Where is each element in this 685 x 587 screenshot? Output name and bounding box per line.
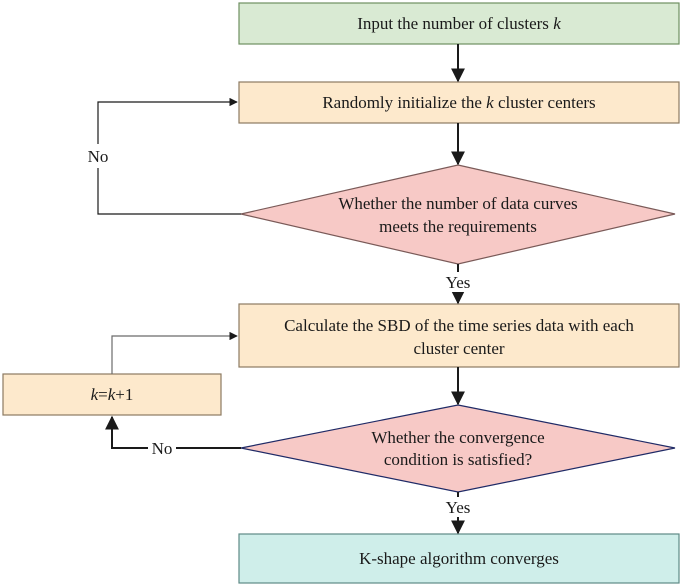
decision-converge-line2: condition is satisfied? [384, 450, 532, 469]
node-input-label: Input the number of clusters k [357, 14, 561, 33]
edge-decision-no-loop [97, 97, 241, 215]
node-init-box [238, 81, 680, 124]
decision-converge-diamond [240, 404, 676, 493]
edge-yes-curves-label: Yes [446, 273, 471, 292]
node-increment-label: k=k+1 [91, 385, 134, 404]
node-converges: K-shape algorithm converges [238, 533, 680, 584]
node-increment: k=k+1 [2, 373, 222, 416]
decision-curves-line1: Whether the number of data curves [338, 194, 577, 213]
node-converges-box [238, 533, 680, 584]
edge-yes-converge-label: Yes [446, 498, 471, 517]
edge-increment-to-sbd [111, 331, 238, 374]
node-decision-converge: Whether the convergence condition is sat… [240, 404, 676, 493]
edge-yes-curves-label-bg [440, 272, 476, 292]
decision-converge-line1: Whether the convergence [371, 428, 544, 447]
node-sbd-line1: Calculate the SBD of the time series dat… [284, 316, 634, 335]
node-init: Randomly initialize the k cluster center… [238, 81, 680, 124]
edge-no-converge-label-bg [148, 438, 176, 458]
edge-converge-no-loop [105, 415, 241, 449]
edge-no-converge-label: No [152, 439, 173, 458]
node-init-label: Randomly initialize the k cluster center… [322, 93, 595, 112]
node-decision-curves: Whether the number of data curves meets … [240, 164, 676, 265]
node-converges-label: K-shape algorithm converges [359, 549, 559, 568]
node-input-box [238, 2, 680, 45]
node-sbd: Calculate the SBD of the time series dat… [238, 303, 680, 368]
node-sbd-line2: cluster center [413, 339, 504, 358]
node-increment-box [2, 373, 222, 416]
edge-no-curves-label: No [88, 147, 109, 166]
decision-curves-diamond [240, 164, 676, 265]
decision-curves-line2: meets the requirements [379, 217, 537, 236]
edge-yes-converge-label-bg [440, 497, 476, 517]
node-input: Input the number of clusters k [238, 2, 680, 45]
edge-no-curves-label-bg [84, 144, 114, 168]
